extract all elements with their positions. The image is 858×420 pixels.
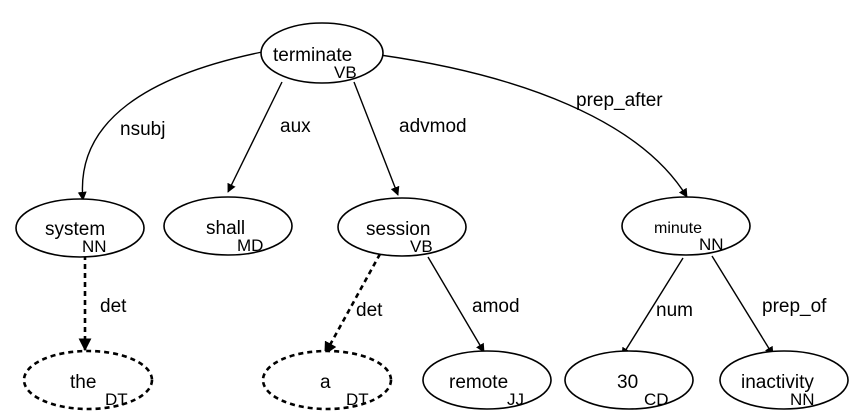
- node-ellipse: [422, 350, 552, 410]
- node-word: inactivity: [741, 372, 814, 393]
- label-amod: amod: [472, 296, 520, 317]
- node-session: session VB: [337, 197, 467, 257]
- edge-det-a: [323, 253, 382, 356]
- node-word: a: [320, 372, 331, 393]
- node-the: the DT: [22, 349, 154, 411]
- node-tag: DT: [346, 390, 369, 409]
- node-remote: remote JJ: [422, 350, 552, 410]
- node-ellipse: [564, 350, 694, 410]
- edge-num: [621, 257, 684, 357]
- label-prep-of: prep_of: [762, 296, 827, 317]
- node-word: terminate: [273, 45, 352, 66]
- node-a: a DT: [261, 349, 393, 411]
- node-shall: shall MD: [163, 196, 293, 256]
- node-minute: minute NN: [621, 196, 751, 256]
- edge-labels: nsubj aux advmod prep_after det det amod…: [100, 90, 827, 321]
- node-ellipse: [163, 196, 293, 256]
- node-ellipse: [261, 349, 393, 411]
- node-tag: MD: [237, 236, 263, 255]
- node-terminate: terminate VB: [260, 22, 384, 84]
- node-ellipse: [260, 22, 384, 84]
- label-prep-after: prep_after: [576, 90, 663, 111]
- edge-advmod: [353, 81, 400, 196]
- node-ellipse: [337, 197, 467, 257]
- node-tag: NN: [790, 390, 815, 409]
- label-det-a: det: [356, 300, 383, 321]
- node-tag: NN: [699, 235, 724, 254]
- node-word: minute: [654, 220, 702, 237]
- node-word: remote: [449, 372, 508, 393]
- node-word: session: [366, 219, 430, 240]
- node-word: the: [70, 372, 96, 393]
- node-tag: VB: [334, 63, 357, 82]
- node-inactivity: inactivity NN: [719, 350, 849, 410]
- label-nsubj: nsubj: [120, 119, 165, 140]
- node-tag: DT: [105, 390, 128, 409]
- label-advmod: advmod: [399, 116, 467, 137]
- label-aux: aux: [280, 116, 311, 137]
- edge-nsubj: [77, 51, 263, 201]
- edge-aux: [227, 81, 283, 193]
- node-tag: NN: [82, 237, 107, 256]
- node-word: system: [45, 219, 105, 240]
- node-ellipse: [15, 198, 145, 258]
- node-word: 30: [617, 372, 638, 393]
- node-ellipse: [621, 196, 751, 256]
- edge-amod: [427, 256, 485, 353]
- node-tag: JJ: [507, 390, 524, 409]
- edge-prep-of: [711, 255, 774, 356]
- node-tag: VB: [410, 237, 433, 256]
- node-word: shall: [206, 218, 245, 239]
- node-ellipse: [22, 349, 154, 411]
- edges: [77, 51, 774, 357]
- node-system: system NN: [15, 198, 145, 258]
- label-num: num: [656, 300, 693, 321]
- node-tag: CD: [644, 390, 669, 409]
- node-ellipse: [719, 350, 849, 410]
- label-det-the: det: [100, 296, 127, 317]
- edge-prep-after: [379, 54, 688, 198]
- node-30: 30 CD: [564, 350, 694, 410]
